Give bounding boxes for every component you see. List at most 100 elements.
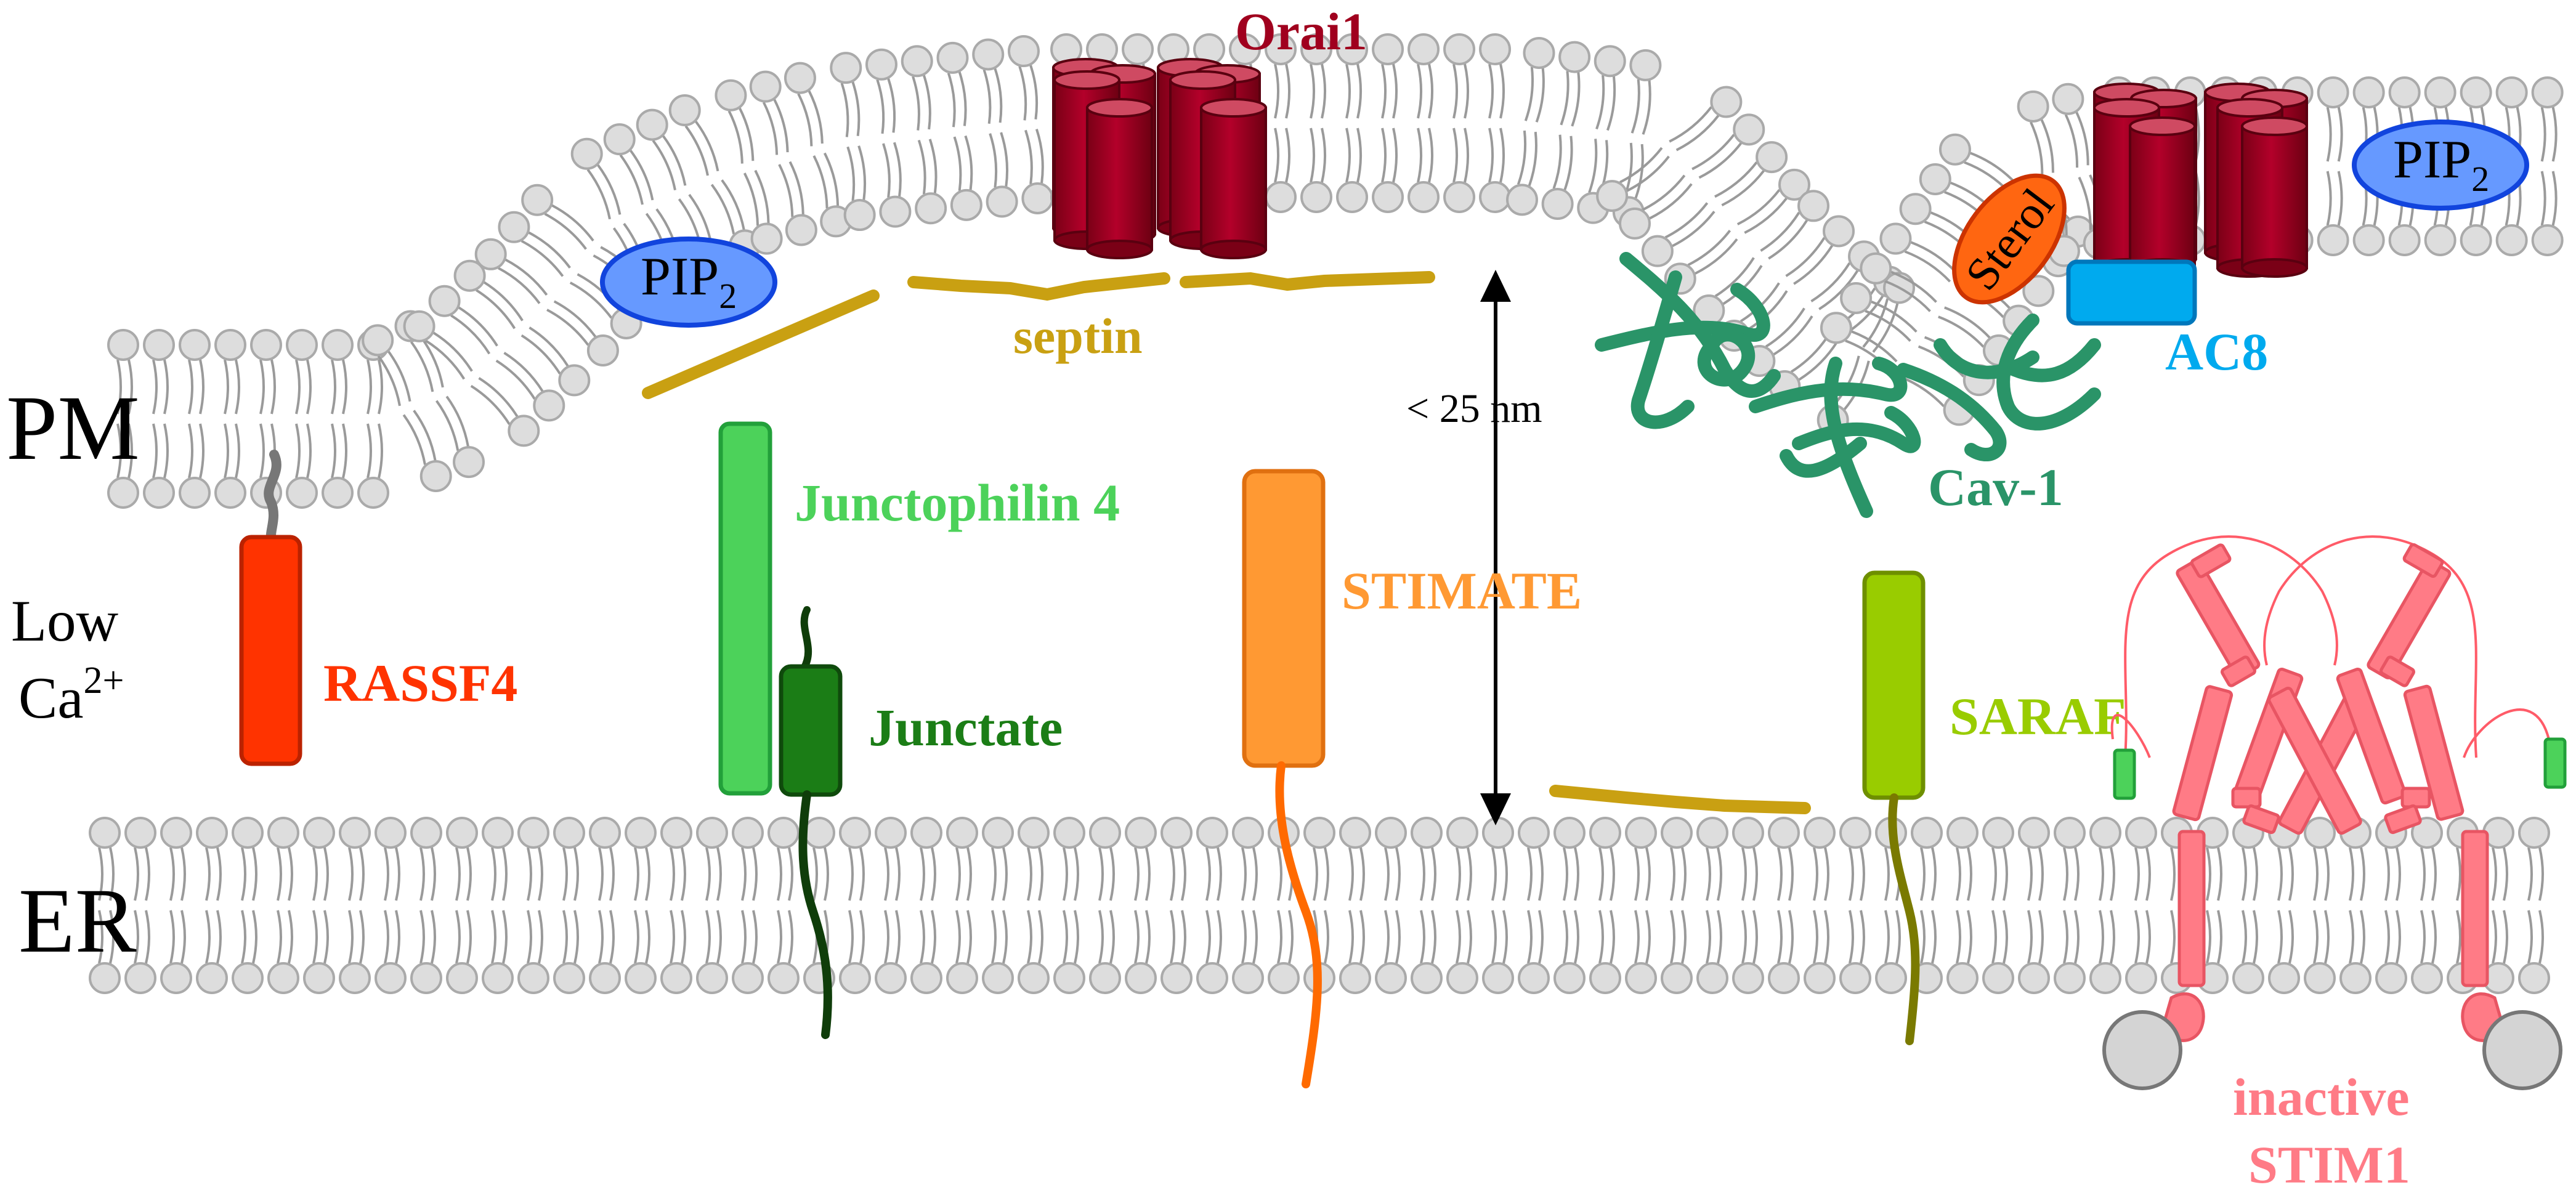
er-lipid-tail: [1967, 910, 1972, 964]
er-lipid-tail: [1670, 847, 1675, 901]
pm-lipid-head: [830, 52, 862, 84]
er-lipid-head: [1196, 817, 1228, 849]
junctate-n-terminus: [800, 606, 812, 672]
pm-lipid-head: [1596, 180, 1629, 212]
er-lipid-head: [2232, 962, 2264, 994]
pm-lipid-tail: [887, 78, 896, 133]
pm-lipid-tail: [306, 359, 312, 415]
pm-lipid-head: [1007, 35, 1040, 68]
pm-lipid-head: [508, 415, 540, 447]
pm-lipid-tail: [1018, 66, 1027, 121]
er-lipid-tail: [1491, 910, 1497, 964]
er-lipid-head: [1875, 962, 1907, 994]
er-lipid-tail: [1027, 847, 1032, 901]
er-lipid-tail: [681, 910, 686, 964]
er-lipid-head: [1553, 962, 1586, 994]
pm-lipid-tail: [1714, 257, 1755, 297]
pm-lipid-tail: [470, 384, 511, 425]
er-lipid-tail: [1527, 847, 1533, 901]
pm-lipid-tail: [1944, 306, 1991, 339]
er-lipid-head: [1839, 817, 1871, 849]
pm-lipid-head: [668, 94, 701, 127]
pm-lipid-head: [428, 285, 461, 317]
er-lipid-tail: [2099, 910, 2104, 964]
stim1-linker-left-out: [2110, 714, 2151, 758]
stim1-helix: [2336, 667, 2407, 805]
pm-lipid-tail: [586, 169, 611, 220]
pm-lipid-head: [2495, 76, 2528, 108]
pm-lipid-tail: [893, 142, 902, 197]
pm-lipid-tail: [476, 289, 516, 330]
pm-lipid-tail: [504, 258, 548, 296]
saraf-tail: [1888, 793, 1920, 1045]
pm-lipid-tail: [1871, 300, 1918, 333]
er-lipid-tail: [1788, 910, 1794, 964]
er-lipid-tail: [527, 847, 532, 901]
pm-lipid-tail: [529, 326, 569, 367]
er-lipid-tail: [670, 910, 675, 964]
er-lipid-head: [803, 817, 835, 849]
pm-lipid-tail: [1392, 127, 1398, 183]
er-lipid-head: [1089, 817, 1121, 849]
pm-lipid-tail: [989, 133, 998, 188]
pm-lipid-tail: [1862, 298, 1889, 348]
er-lipid-tail: [1134, 847, 1140, 901]
pm-lipid-tail: [1904, 250, 1951, 283]
pm-lipid-head: [362, 324, 394, 357]
er-lipid-tail: [1181, 910, 1186, 964]
er-lipid-head: [303, 817, 335, 849]
er-lipid-tail: [216, 910, 222, 964]
er-lipid-head: [910, 962, 942, 994]
pm-lipid-tail: [1381, 63, 1387, 119]
pm-label: PM: [6, 377, 140, 479]
pm-lipid-head: [322, 329, 354, 361]
er-lipid-tail: [538, 847, 543, 901]
pm-lipid-tail: [1619, 147, 1663, 184]
pm-lipid-tail: [721, 179, 745, 230]
pm-lipid-tail: [569, 281, 613, 319]
pm-lipid-tail: [840, 83, 849, 137]
pm-lipid-head: [286, 329, 318, 361]
orai1-subunit-top: [2093, 98, 2160, 118]
pm-lipid-tail: [773, 99, 789, 153]
pm-lipid-tail: [544, 212, 587, 250]
er-lipid-head: [517, 817, 549, 849]
pm-lipid-tail: [1687, 230, 1732, 267]
pm-lipid-tail: [652, 139, 676, 190]
pm-lipid-tail: [1381, 127, 1387, 183]
er-lipid-tail: [2396, 847, 2401, 901]
pm-lipid-tail: [224, 359, 229, 415]
er-lipid-head: [1375, 962, 1407, 994]
pm-lipid-tail: [498, 267, 541, 304]
pm-lipid-tail: [2551, 171, 2558, 226]
er-lipid-tail: [2074, 910, 2080, 964]
er-lipid-head: [89, 817, 121, 849]
pm-lipid-head: [1733, 113, 1765, 146]
pm-lipid-head: [1229, 33, 1262, 65]
er-lipid-tail: [2527, 910, 2533, 964]
pm-lipid-tail: [1488, 127, 1494, 183]
ca-label: Ca2+: [18, 660, 124, 731]
er-lipid-head: [1768, 817, 1800, 849]
er-lipid-head: [232, 962, 264, 994]
er-lipid-tail: [1074, 910, 1079, 964]
er-lipid-head: [2018, 817, 2050, 849]
er-lipid-head: [339, 817, 371, 849]
er-lipid-tail: [384, 910, 389, 964]
er-lipid-tail: [848, 910, 854, 964]
junctate-tail: [798, 790, 832, 1039]
pm-lipid-tail: [450, 314, 491, 355]
er-lipid-head: [410, 817, 442, 849]
er-lipid-tail: [431, 847, 436, 901]
er-label: ER: [18, 870, 137, 972]
pm-lipid-tail: [857, 145, 867, 200]
pm-lipid-tail: [235, 359, 240, 415]
er-lipid-tail: [1884, 847, 1890, 901]
er-lipid-head: [2411, 817, 2443, 849]
er-lipid-head: [553, 817, 585, 849]
pm-lipid-tail: [2540, 171, 2546, 226]
pm-lipid-head: [570, 137, 603, 170]
er-lipid-head: [124, 962, 156, 994]
pm-lipid-tail: [1321, 63, 1327, 119]
er-lipid-head: [1982, 962, 2014, 994]
